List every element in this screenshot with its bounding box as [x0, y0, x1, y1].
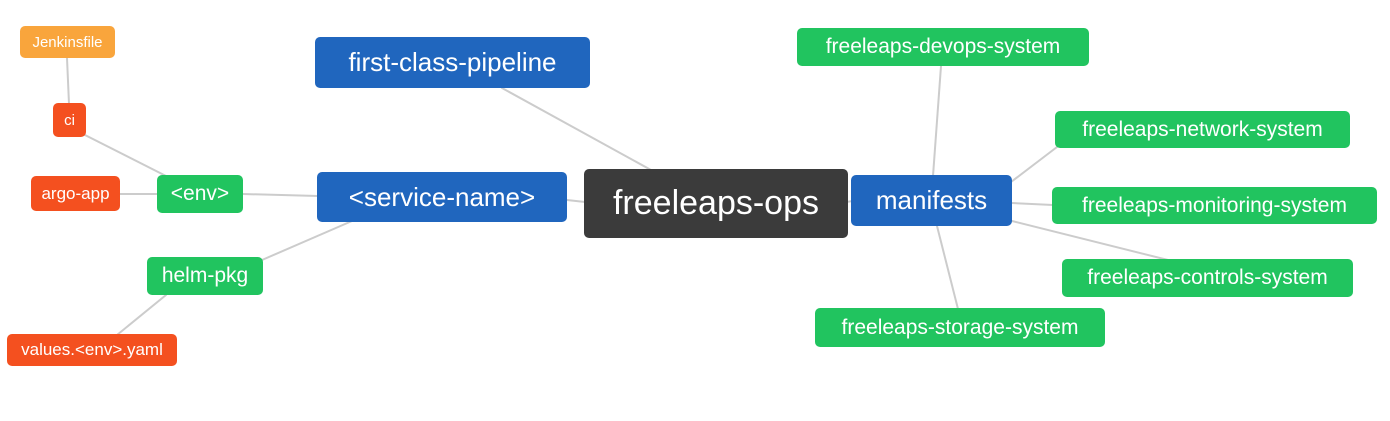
node-freeleaps-ops[interactable]: freeleaps-ops	[584, 169, 848, 238]
node-freeleaps-storage-system[interactable]: freeleaps-storage-system	[815, 308, 1105, 347]
node-freeleaps-devops-system[interactable]: freeleaps-devops-system	[797, 28, 1089, 66]
edge-manifests-controls-system	[1011, 220, 1169, 261]
edge-devops-system-manifests	[932, 65, 942, 177]
edge-jenkinsfile-ci	[66, 57, 70, 105]
edge-manifests-storage-system	[936, 225, 959, 310]
node-service-name[interactable]: <service-name>	[317, 172, 567, 222]
edge-env-service-name	[242, 193, 319, 197]
edge-ci-env	[82, 133, 169, 178]
node-freeleaps-network-system[interactable]: freeleaps-network-system	[1055, 111, 1350, 148]
edge-manifests-monitoring-system	[1011, 202, 1054, 206]
node-values-env-yaml[interactable]: values.<env>.yaml	[7, 334, 177, 366]
node-manifests[interactable]: manifests	[851, 175, 1012, 226]
edge-helm-pkg-values-env-yaml	[116, 294, 167, 336]
node-helm-pkg[interactable]: helm-pkg	[147, 257, 263, 295]
node-ci[interactable]: ci	[53, 103, 86, 137]
node-first-class-pipeline[interactable]: first-class-pipeline	[315, 37, 590, 88]
edge-service-name-freeleaps-ops	[566, 199, 586, 203]
edge-service-name-helm-pkg	[261, 220, 353, 261]
node-freeleaps-controls-system[interactable]: freeleaps-controls-system	[1062, 259, 1353, 297]
node-argo-app[interactable]: argo-app	[31, 176, 120, 211]
node-env[interactable]: <env>	[157, 175, 243, 213]
node-jenkinsfile[interactable]: Jenkinsfile	[20, 26, 115, 58]
node-freeleaps-monitoring-system[interactable]: freeleaps-monitoring-system	[1052, 187, 1377, 224]
edge-manifests-network-system	[1010, 146, 1058, 183]
edge-first-class-pipeline-freeleaps-ops	[501, 87, 652, 171]
